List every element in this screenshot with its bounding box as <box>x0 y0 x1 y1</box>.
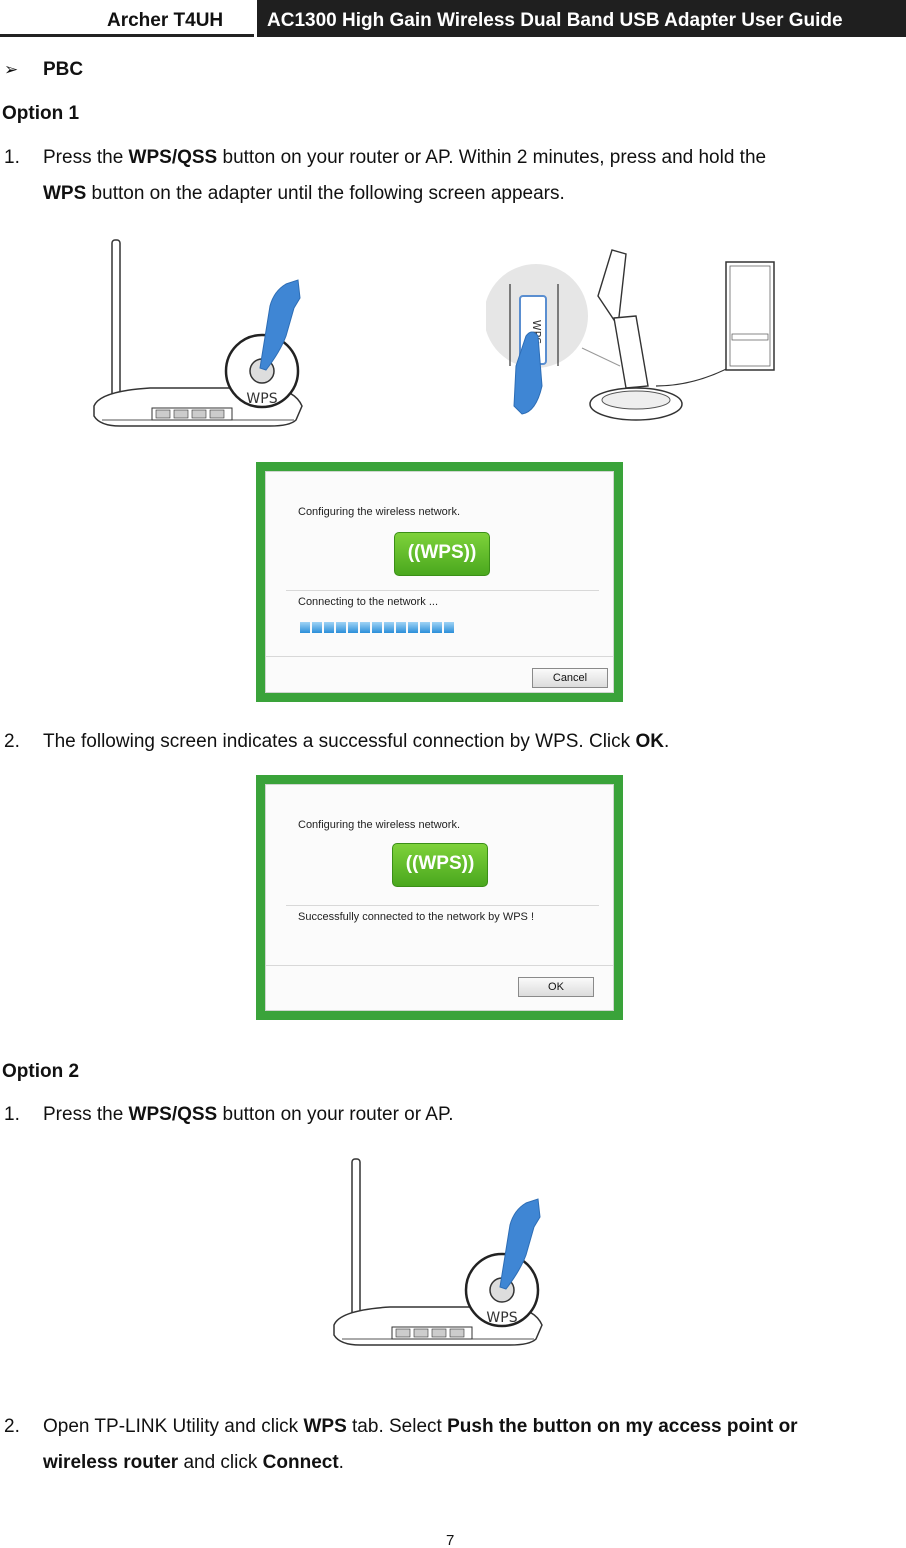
header-guide-title: AC1300 High Gain Wireless Dual Band USB … <box>267 10 843 31</box>
dialog1-title: Configuring the wireless network. <box>298 506 461 518</box>
dialog1-separator <box>286 590 599 591</box>
progress-segment <box>348 622 358 633</box>
dialog2-footer-separator <box>266 965 613 966</box>
dialog2-wps-badge: ((WPS)) <box>392 843 488 887</box>
option2-step1-text: Press the WPS/QSS button on your router … <box>43 1104 454 1125</box>
option2-step1-number: 1. <box>4 1104 20 1125</box>
progress-segment <box>300 622 310 633</box>
dialog1-footer-separator <box>266 656 613 657</box>
option1-heading: Option 1 <box>2 103 80 124</box>
wps-connecting-dialog: Configuring the wireless network. ((WPS)… <box>256 462 623 702</box>
progress-segment <box>360 622 370 633</box>
progress-segment <box>324 622 334 633</box>
dialog2-status: Successfully connected to the network by… <box>298 911 535 923</box>
option2-step2-line1: Open TP-LINK Utility and click WPS tab. … <box>43 1416 798 1437</box>
option1-step1-line2: WPS button on the adapter until the foll… <box>43 183 565 204</box>
wps-qss-term: WPS/QSS <box>128 147 218 168</box>
option1-step1-line1: Press the WPS/QSS button on your router … <box>43 147 767 168</box>
option2-heading: Option 2 <box>2 1061 80 1082</box>
usb-adapter-illustration: WPS <box>486 249 775 421</box>
header-underline <box>0 34 254 37</box>
progress-segment <box>384 622 394 633</box>
progress-segment <box>312 622 322 633</box>
push-button-option-term: Push the button on my access point or <box>447 1416 798 1437</box>
option1-step1-number: 1. <box>4 147 20 168</box>
option1-step2-number: 2. <box>4 731 20 752</box>
wps-success-dialog-body: Configuring the wireless network. ((WPS)… <box>265 784 614 1011</box>
ok-button[interactable]: OK <box>518 977 594 997</box>
section-title: PBC <box>43 59 84 80</box>
cancel-button[interactable]: Cancel <box>532 668 608 688</box>
page-number: 7 <box>446 1532 455 1548</box>
bullet-arrow: ➢ <box>4 60 19 79</box>
progress-segment <box>444 622 454 633</box>
header-title-cell: AC1300 High Gain Wireless Dual Band USB … <box>257 0 906 37</box>
wps-tab-term: WPS <box>303 1416 347 1437</box>
page-header: Archer T4UH AC1300 High Gain Wireless Du… <box>0 0 906 38</box>
dialog1-wps-badge: ((WPS)) <box>394 532 490 576</box>
router-illustration-2: WPS <box>333 1158 543 1346</box>
router2-wps-label: WPS <box>486 1310 517 1326</box>
dialog1-status: Connecting to the network ... <box>298 596 439 608</box>
header-product-cell: Archer T4UH <box>0 0 254 38</box>
progress-segment <box>420 622 430 633</box>
wps-qss-term-2: WPS/QSS <box>128 1104 218 1125</box>
dialog1-progress-bar <box>300 622 460 633</box>
progress-segment <box>432 622 442 633</box>
progress-segment <box>408 622 418 633</box>
dialog2-title: Configuring the wireless network. <box>298 819 461 831</box>
header-product: Archer T4UH <box>107 10 224 31</box>
option1-step2-text: The following screen indicates a success… <box>43 731 670 752</box>
progress-segment <box>336 622 346 633</box>
progress-segment <box>372 622 382 633</box>
wps-connecting-dialog-body: Configuring the wireless network. ((WPS)… <box>265 471 614 693</box>
connect-term: Connect <box>262 1452 339 1473</box>
option2-step2-number: 2. <box>4 1416 20 1437</box>
option2-step2-line2: wireless router and click Connect. <box>43 1452 344 1473</box>
progress-segment <box>396 622 406 633</box>
wps-term: WPS <box>43 183 87 204</box>
dialog2-separator <box>286 905 599 906</box>
wps-success-dialog: Configuring the wireless network. ((WPS)… <box>256 775 623 1020</box>
router-illustration: WPS <box>93 239 303 427</box>
router-wps-label: WPS <box>246 391 277 407</box>
ok-term: OK <box>635 731 664 752</box>
